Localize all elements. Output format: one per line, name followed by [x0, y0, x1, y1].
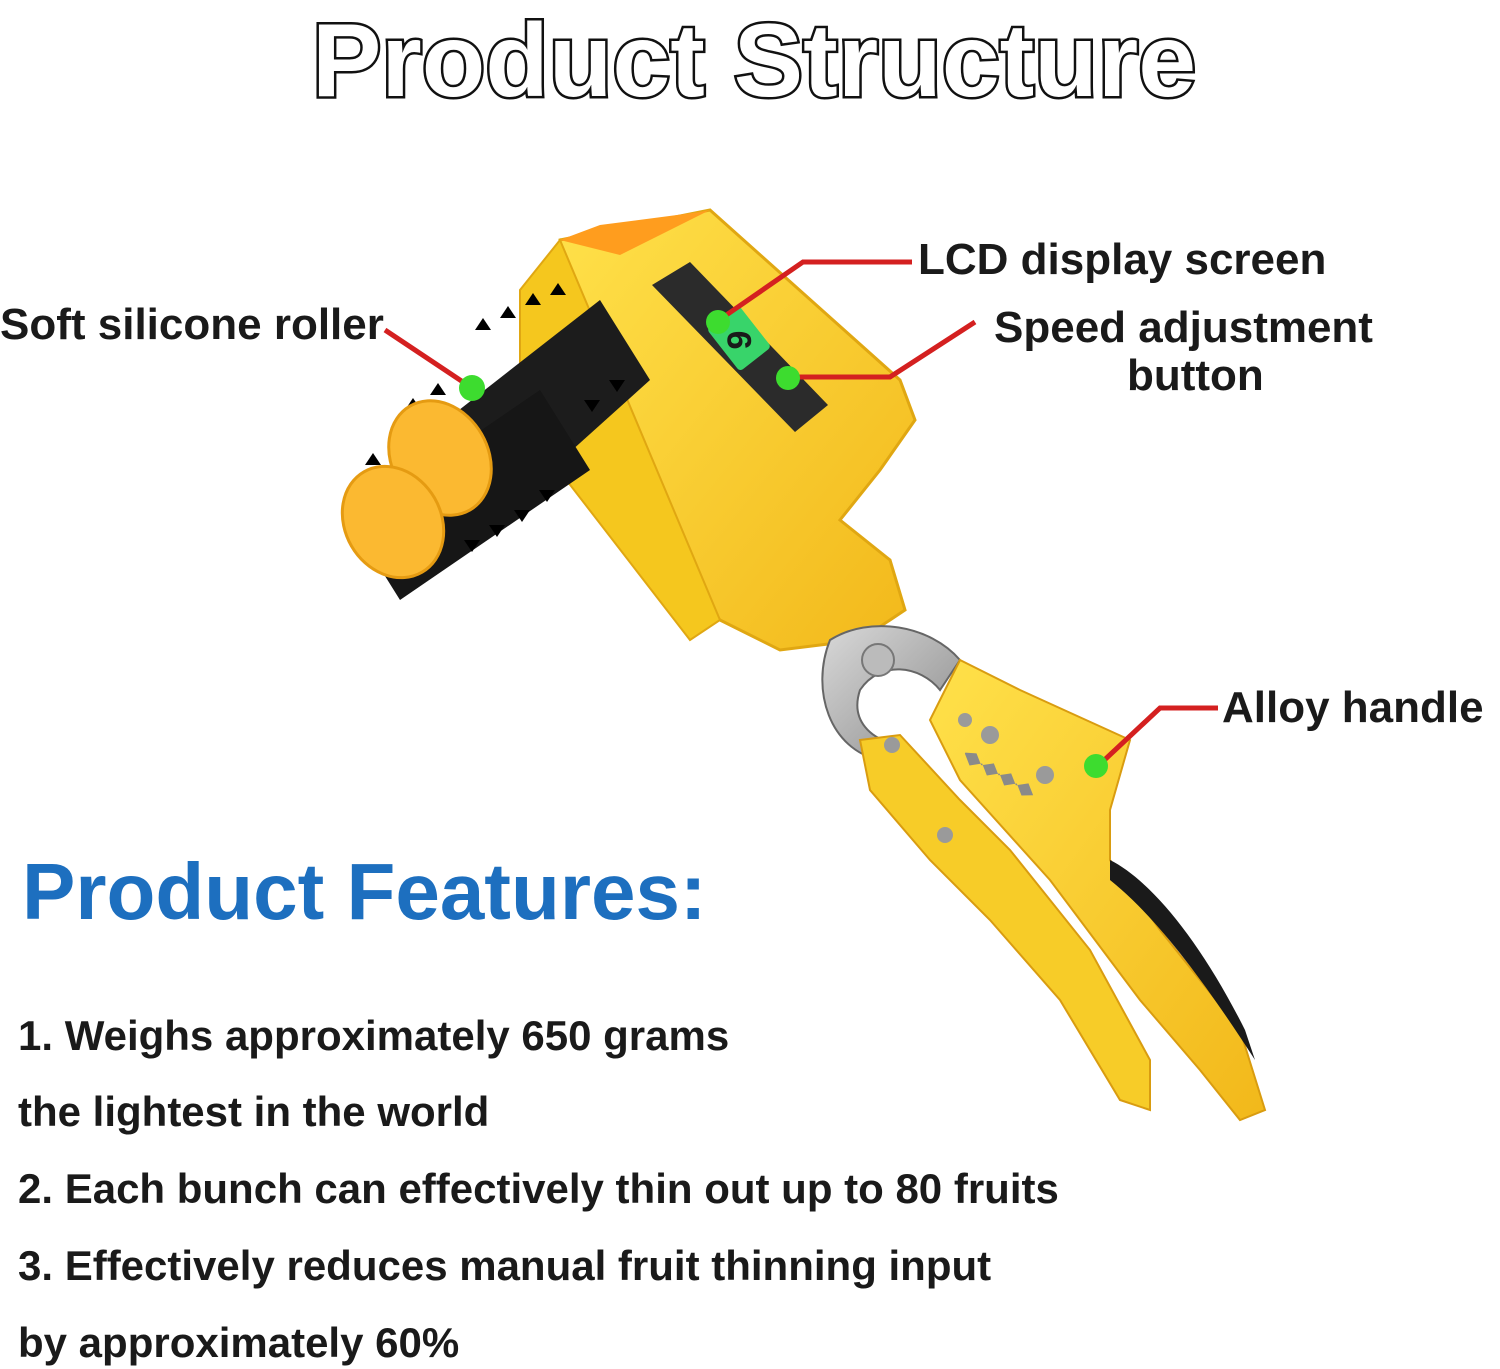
- lcd-marker: [706, 310, 730, 334]
- page-title: Product Structure: [309, 1, 1198, 121]
- roller-marker: [459, 375, 485, 401]
- feature-line-2: the lightest in the world: [18, 1088, 490, 1135]
- feature-line-3: 2. Each bunch can effectively thin out u…: [18, 1165, 1059, 1212]
- feature-line-5: by approximately 60%: [18, 1319, 460, 1366]
- feature-line-4: 3. Effectively reduces manual fruit thin…: [18, 1242, 992, 1289]
- callout-lines: [383, 259, 1218, 768]
- display-digit: 9: [721, 331, 759, 350]
- speed-callout-line: [790, 319, 977, 380]
- alloy-handle: [858, 658, 1267, 1122]
- cutting-blade: [821, 625, 962, 762]
- handle-marker: [1084, 754, 1108, 778]
- silicone-rollers: [340, 283, 650, 600]
- feature-line-1: 1. Weighs approximately 650 grams: [18, 1012, 730, 1059]
- callout-markers: [459, 310, 1108, 778]
- handle-label: Alloy handle: [1222, 683, 1484, 732]
- handle-callout-line: [1096, 705, 1218, 768]
- speed-label: Speed adjustment: [994, 303, 1373, 352]
- speed-marker: [776, 366, 800, 390]
- speed-label-line2: button: [1127, 351, 1264, 400]
- lcd-callout-line: [720, 259, 912, 321]
- lcd-label: LCD display screen: [918, 235, 1327, 284]
- roller-callout-line: [383, 327, 474, 391]
- features-heading: Product Features:: [22, 847, 707, 936]
- roller-label: Soft silicone roller: [0, 300, 384, 349]
- page-title-text: Product Structure: [312, 3, 1196, 119]
